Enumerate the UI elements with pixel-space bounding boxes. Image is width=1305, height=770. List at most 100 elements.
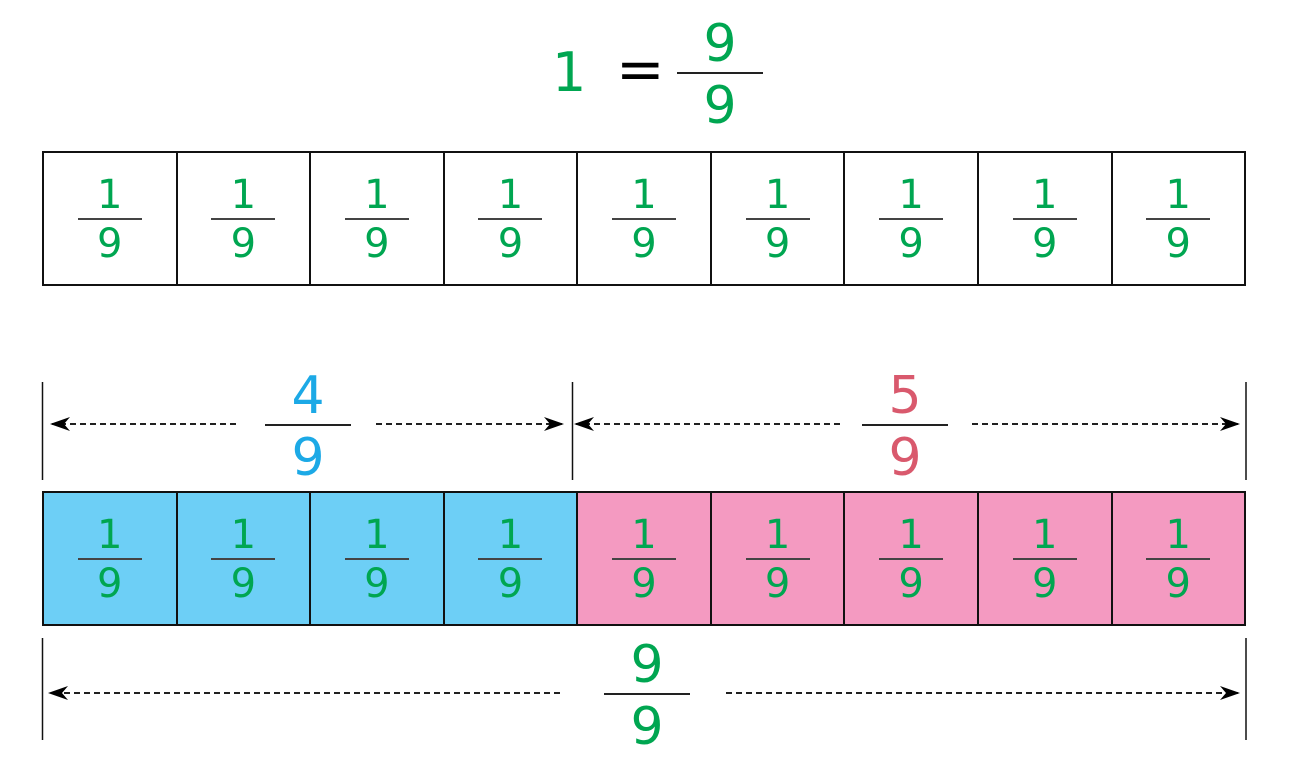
- part-a-denominator: 9: [291, 428, 325, 488]
- fraction-bar: [677, 72, 763, 74]
- fraction-bar: [478, 218, 543, 220]
- fraction-bar: [745, 558, 810, 560]
- fraction-bar: [862, 424, 948, 426]
- unit-fraction-numerator: 1: [97, 172, 123, 218]
- fraction-bar: [745, 218, 810, 220]
- header-whole-number: 1: [552, 41, 587, 104]
- part-a-numerator: 4: [291, 366, 325, 426]
- unit-fraction-numerator: 1: [764, 512, 791, 558]
- unit-fraction-numerator: 1: [1031, 512, 1058, 558]
- fraction-bar: [344, 558, 409, 560]
- unit-fraction-denominator: 9: [497, 560, 524, 607]
- unit-fraction-denominator: 9: [230, 560, 257, 607]
- fraction-bar: [265, 424, 351, 426]
- unit-fraction-denominator: 9: [97, 560, 123, 607]
- fraction-bar: [478, 558, 543, 560]
- unit-fraction-numerator: 1: [898, 172, 924, 218]
- fraction-bar: [211, 218, 276, 220]
- unit-fraction-denominator: 9: [1165, 560, 1191, 607]
- part-b-denominator: 9: [888, 428, 922, 488]
- part-b-label: 5 9: [862, 370, 948, 484]
- fraction-bar: [344, 218, 409, 220]
- fraction-bar: [612, 218, 677, 220]
- unit-fraction-numerator: 1: [230, 172, 257, 218]
- header-fraction-denominator: 9: [703, 76, 737, 136]
- unit-fraction-numerator: 1: [230, 512, 257, 558]
- unit-fraction-denominator: 9: [898, 560, 924, 607]
- fraction-bar: [879, 558, 944, 560]
- header-equals-sign: =: [616, 35, 665, 103]
- unit-fraction-numerator: 1: [364, 172, 390, 218]
- fraction-bar: [1012, 558, 1077, 560]
- unit-fraction-denominator: 9: [230, 220, 257, 267]
- unit-fraction-denominator: 9: [764, 560, 791, 607]
- unit-fraction-numerator: 1: [1165, 512, 1191, 558]
- fraction-bar: [211, 558, 276, 560]
- unit-fraction-denominator: 9: [97, 220, 123, 267]
- fraction-bar: [1146, 558, 1211, 560]
- unit-fraction-numerator: 1: [631, 172, 657, 218]
- unit-fraction-numerator: 1: [364, 512, 390, 558]
- unit-fraction-numerator: 1: [898, 512, 924, 558]
- fraction-bar: [1012, 218, 1077, 220]
- unit-fraction-numerator: 1: [497, 512, 524, 558]
- unit-fraction-denominator: 9: [497, 220, 524, 267]
- total-label: 9 9: [604, 639, 690, 753]
- header-fraction: 9 9: [677, 18, 763, 132]
- unit-fraction-numerator: 1: [764, 172, 791, 218]
- fraction-bar: [604, 693, 690, 695]
- unit-fraction-denominator: 9: [364, 560, 390, 607]
- fraction-bar: [77, 558, 142, 560]
- part-b-numerator: 5: [888, 366, 922, 426]
- unit-fraction-denominator: 9: [764, 220, 791, 267]
- unit-fraction-denominator: 9: [631, 220, 657, 267]
- part-a-label: 4 9: [265, 370, 351, 484]
- unit-fraction-numerator: 1: [631, 512, 657, 558]
- fraction-bar: [1146, 218, 1211, 220]
- unit-fraction-denominator: 9: [898, 220, 924, 267]
- header-fraction-numerator: 9: [703, 14, 737, 74]
- fraction-bar: [77, 218, 142, 220]
- unit-fraction-numerator: 1: [1031, 172, 1058, 218]
- unit-fraction-denominator: 9: [631, 560, 657, 607]
- fraction-bar: [879, 218, 944, 220]
- total-numerator: 9: [630, 635, 664, 695]
- unit-fraction-numerator: 1: [97, 512, 123, 558]
- unit-fraction-denominator: 9: [1031, 560, 1058, 607]
